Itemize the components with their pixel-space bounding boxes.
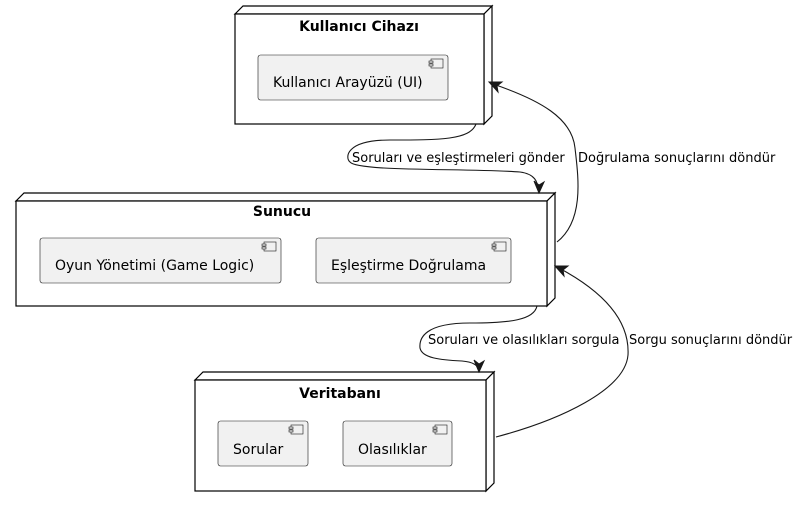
component-game-logic: Oyun Yönetimi (Game Logic) [39, 237, 282, 284]
component-ui-box [257, 54, 449, 101]
component-probabilities: Olasılıklar [342, 420, 453, 467]
arrow-head-icon [553, 265, 570, 278]
component-icon [491, 241, 507, 252]
arrow-head-icon [473, 359, 486, 374]
component-ui-label: Kullanıcı Arayüzü (UI) [273, 75, 423, 91]
component-game-logic-label: Oyun Yönetimi (Game Logic) [55, 258, 254, 274]
arrow-head-icon [533, 180, 546, 195]
edge-device-to-server-label: Soruları ve eşleştirmeleri gönder [352, 151, 565, 166]
node-user-device-title: Kullanıcı Cihazı [299, 19, 419, 35]
node-server-top-face [14, 192, 557, 202]
component-questions-box [217, 420, 309, 467]
edge-server-to-device: Doğrulama sonuçlarını döndür [487, 81, 776, 243]
node-user-device-top-face [233, 5, 494, 15]
component-icon [261, 241, 277, 252]
component-match-validation-label: Eşleştirme Doğrulama [331, 258, 486, 274]
node-database-side-face [485, 370, 495, 493]
node-user-device-side-face [483, 4, 493, 126]
node-server: Sunucu Oyun Yönetimi (Game Logic) Eşleşt… [14, 191, 557, 308]
edge-server-to-database-line [419, 305, 538, 370]
edge-server-to-device-line [492, 83, 579, 243]
edge-server-to-database-label: Soruları ve olasılıkları sorgula [428, 333, 620, 348]
node-server-title: Sunucu [253, 204, 311, 220]
edge-device-to-server-line [347, 123, 539, 191]
node-user-device: Kullanıcı Cihazı Kullanıcı Arayüzü (UI) [233, 4, 494, 126]
edge-server-to-database: Soruları ve olasılıkları sorgula [419, 305, 620, 374]
edge-database-to-server: Sorgu sonuçlarını döndür [495, 265, 793, 438]
component-icon [432, 424, 448, 435]
node-database-top-face [193, 371, 496, 381]
node-database: Veritabanı Sorular Olasılıklar [193, 370, 496, 493]
component-probabilities-label: Olasılıklar [358, 442, 427, 458]
node-server-side-face [546, 191, 556, 308]
component-icon [288, 424, 304, 435]
edge-database-to-server-label: Sorgu sonuçlarını döndür [629, 333, 793, 348]
component-icon [428, 58, 444, 69]
edge-database-to-server-line [495, 267, 629, 438]
component-questions-label: Sorular [233, 442, 284, 458]
component-ui: Kullanıcı Arayüzü (UI) [257, 54, 449, 101]
component-match-validation-box [315, 237, 512, 284]
component-probabilities-box [342, 420, 453, 467]
component-match-validation: Eşleştirme Doğrulama [315, 237, 512, 284]
component-game-logic-box [39, 237, 282, 284]
node-database-title: Veritabanı [299, 386, 381, 402]
edge-device-to-server: Soruları ve eşleştirmeleri gönder [347, 123, 565, 195]
edge-server-to-device-label: Doğrulama sonuçlarını döndür [578, 151, 776, 166]
component-questions: Sorular [217, 420, 309, 467]
arrow-head-icon [487, 81, 504, 94]
